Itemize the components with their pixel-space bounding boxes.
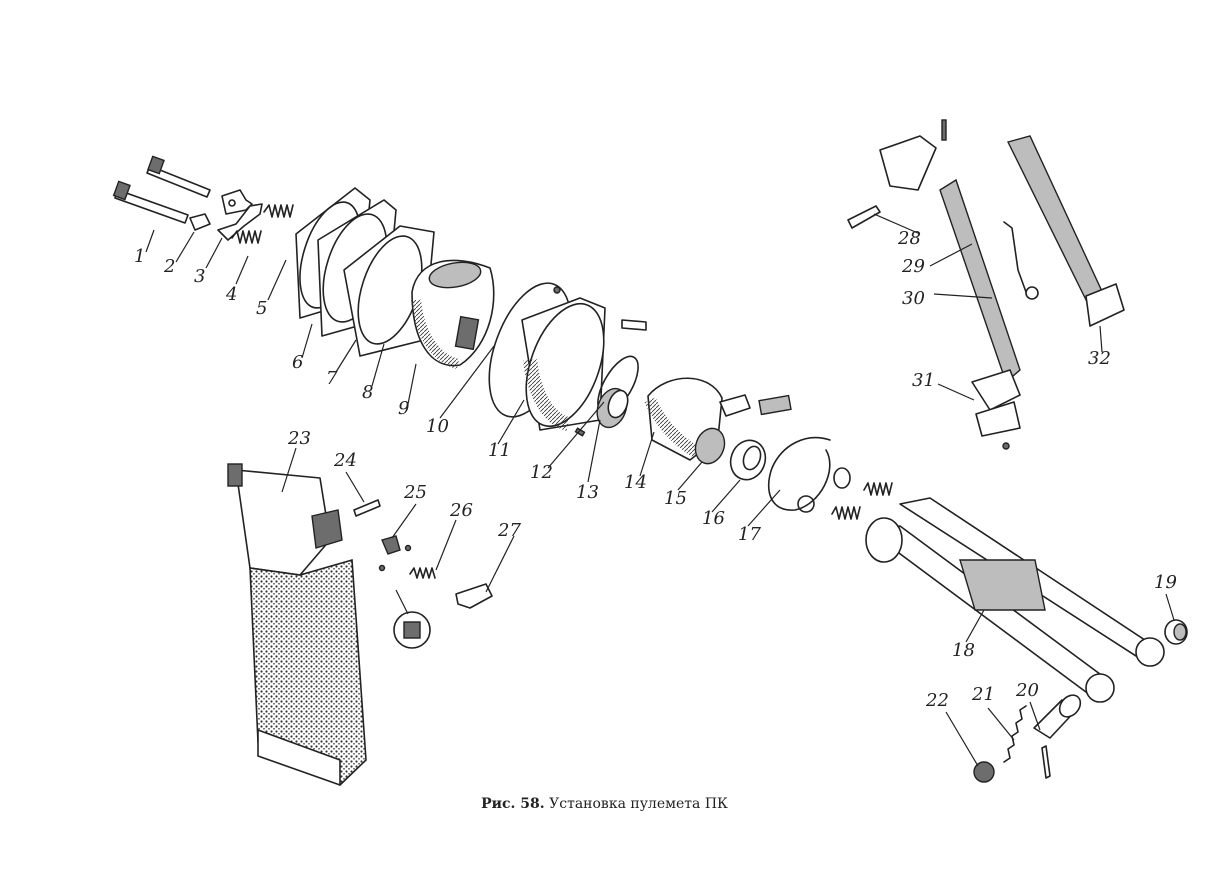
label-30: 30 (902, 288, 925, 309)
part-23-grip (227, 463, 367, 786)
label-9: 9 (398, 398, 409, 419)
part-24-27-small-parts (353, 499, 493, 649)
part-9-housing (411, 259, 495, 369)
label-12: 12 (530, 462, 553, 483)
part-2-3-plates (189, 189, 263, 241)
label-26: 26 (449, 500, 473, 521)
label-7: 7 (326, 368, 338, 389)
label-24: 24 (333, 450, 357, 471)
part-13-bushing (596, 387, 629, 429)
label-28: 28 (897, 228, 921, 249)
label-31: 31 (912, 370, 935, 391)
label-6: 6 (292, 352, 303, 373)
label-1: 1 (134, 246, 145, 267)
label-11: 11 (488, 440, 511, 461)
label-16: 16 (702, 508, 725, 529)
caption-text: Установка пулемета ПК (549, 796, 728, 812)
label-3: 3 (194, 266, 205, 287)
figure-caption: Рис. 58. Установка пулемета ПК (0, 796, 1209, 812)
part-4-springs (231, 204, 294, 244)
label-19: 19 (1154, 572, 1177, 593)
label-8: 8 (362, 382, 373, 403)
label-5: 5 (256, 298, 267, 319)
part-18-frame (865, 497, 1165, 703)
label-17: 17 (738, 524, 761, 545)
part-15-16-sleeves (694, 427, 767, 481)
label-20: 20 (1015, 680, 1039, 701)
part-10-11-ring-mount (488, 282, 647, 431)
part-19-bushing (1164, 619, 1188, 645)
label-22: 22 (925, 690, 949, 711)
label-4: 4 (225, 284, 237, 305)
label-15: 15 (664, 488, 687, 509)
part-17-retaining-ring (767, 436, 851, 513)
label-23: 23 (287, 428, 311, 449)
part-6-8-rings (317, 199, 435, 357)
caption-prefix: Рис. 58. (481, 796, 545, 812)
label-29: 29 (901, 256, 925, 277)
label-13: 13 (576, 482, 599, 503)
part-18-springs (831, 482, 893, 520)
label-21: 21 (971, 684, 995, 705)
label-32: 32 (1088, 348, 1111, 369)
label-25: 25 (403, 482, 427, 503)
part-20-22-pin-assembly (973, 694, 1082, 783)
label-18: 18 (952, 640, 975, 661)
part-1-bolts (112, 155, 211, 224)
leader-lines (145, 213, 1175, 767)
label-27: 27 (497, 520, 521, 541)
label-2: 2 (163, 256, 175, 277)
part-number-labels: 1 2 3 4 5 6 7 8 9 10 11 12 13 14 15 16 1… (134, 228, 1177, 711)
label-10: 10 (426, 416, 449, 437)
part-28-32-pedals (847, 119, 1125, 450)
label-14: 14 (624, 472, 647, 493)
